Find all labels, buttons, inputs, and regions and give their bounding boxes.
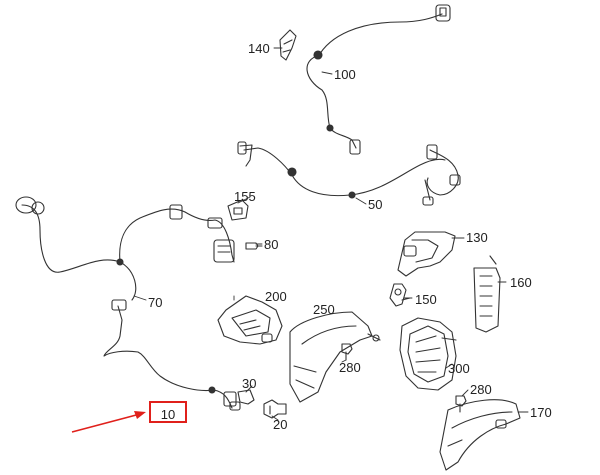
part-label-200: 200: [265, 289, 287, 304]
module-300: [399, 317, 457, 391]
sensor-150: [389, 283, 411, 307]
part-label-155: 155: [234, 189, 256, 204]
highlight-box: 10: [149, 401, 187, 423]
part-label-140: 140: [248, 41, 270, 56]
sensor-harness-10: [103, 299, 241, 411]
part-label-10: 10: [160, 407, 176, 422]
part-label-160: 160: [510, 275, 532, 290]
leader-lines: [133, 47, 529, 421]
part-label-130: 130: [466, 230, 488, 245]
cover-250: [289, 311, 381, 403]
shield-170: [439, 399, 521, 471]
bolt-80: [245, 242, 263, 250]
harness-100: [306, 4, 451, 155]
part-label-280-b: 280: [470, 382, 492, 397]
part-label-150: 150: [415, 292, 437, 307]
bolt-20: [263, 399, 287, 419]
sensor-140: [279, 29, 297, 61]
part-label-70: 70: [148, 295, 163, 310]
part-label-20: 20: [273, 417, 288, 432]
part-label-50: 50: [368, 197, 383, 212]
part-label-100: 100: [334, 67, 356, 82]
bolt-280-a: [341, 343, 353, 361]
part-label-280-a: 280: [339, 360, 361, 375]
harness-70: [15, 196, 235, 301]
harness-50: [237, 141, 461, 206]
bracket-160: [473, 255, 501, 333]
part-label-30: 30: [242, 376, 257, 391]
part-label-80: 80: [264, 237, 279, 252]
unit-200: [217, 295, 283, 345]
part-label-300: 300: [448, 361, 470, 376]
bracket-130: [397, 231, 456, 277]
part-label-170: 170: [530, 405, 552, 420]
highlight-arrow: [71, 411, 146, 433]
part-label-250: 250: [313, 302, 335, 317]
bracket-155: [227, 199, 249, 221]
